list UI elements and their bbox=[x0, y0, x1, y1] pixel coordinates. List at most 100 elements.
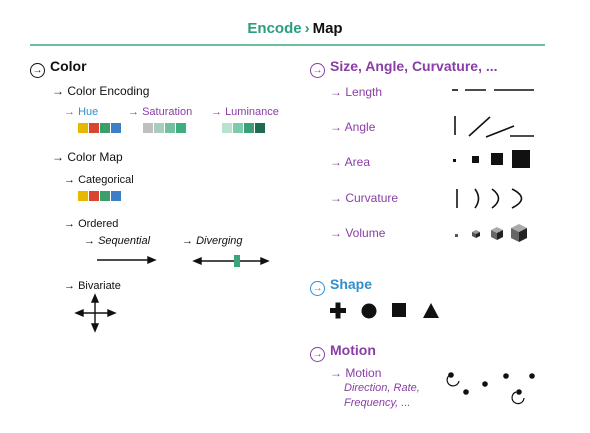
motion-item-label: Motion bbox=[345, 366, 382, 380]
arrow-icon: → bbox=[84, 235, 99, 247]
categorical-swatch bbox=[100, 191, 110, 201]
curvature-arcs-icon bbox=[456, 188, 523, 209]
rotation-arrow-icon bbox=[446, 373, 460, 387]
circle-arrow-icon: → bbox=[310, 281, 325, 296]
saturation-swatch bbox=[165, 123, 175, 133]
arrow-icon: → bbox=[64, 218, 79, 230]
diverging-item: → Diverging bbox=[182, 235, 243, 247]
saturation-label: Saturation bbox=[142, 106, 193, 118]
diverging-arrow-icon bbox=[192, 256, 270, 266]
arrow-icon: → bbox=[330, 226, 346, 240]
categorical-swatch bbox=[78, 191, 88, 201]
title-separator: › bbox=[304, 20, 310, 37]
arrow-icon: → bbox=[330, 366, 346, 380]
bivariate-label: Bivariate bbox=[78, 280, 121, 292]
shape-label: Shape bbox=[330, 276, 373, 292]
hue-item: → Hue bbox=[64, 106, 98, 118]
title-rule bbox=[30, 44, 545, 46]
sequential-arrow-icon bbox=[97, 255, 157, 265]
motion-dots-icon bbox=[448, 372, 535, 395]
hue-swatch bbox=[89, 123, 99, 133]
sequential-label: Sequential bbox=[98, 235, 151, 247]
saturation-swatch bbox=[176, 123, 186, 133]
arrow-icon: → bbox=[52, 84, 68, 98]
angle-label: Angle bbox=[344, 120, 376, 134]
volume-item: → Volume bbox=[330, 226, 385, 240]
luminance-swatch bbox=[244, 123, 254, 133]
title-map: Map bbox=[312, 20, 343, 37]
triangle-icon bbox=[423, 303, 439, 318]
circle-arrow-icon: → bbox=[310, 347, 325, 362]
angle-item: → Angle bbox=[330, 120, 375, 134]
luminance-swatch bbox=[255, 123, 265, 133]
luminance-swatch bbox=[222, 123, 232, 133]
hue-swatch bbox=[111, 123, 121, 133]
arrow-icon: → bbox=[330, 85, 346, 99]
circle-arrow-icon: → bbox=[30, 63, 45, 78]
ordered-item: → Ordered bbox=[64, 218, 118, 230]
square-icon bbox=[392, 303, 406, 317]
bivariate-cross-icon bbox=[74, 293, 117, 333]
motion-label: Motion bbox=[330, 342, 376, 358]
title-encode: Encode bbox=[247, 20, 302, 37]
saturation-swatch bbox=[154, 123, 164, 133]
luminance-item: → Luminance bbox=[211, 106, 279, 118]
rotation-arrow-icon bbox=[511, 391, 525, 405]
circle-icon bbox=[361, 303, 377, 319]
categorical-label: Categorical bbox=[78, 174, 134, 186]
area-item: → Area bbox=[330, 155, 370, 169]
hue-swatch bbox=[100, 123, 110, 133]
motion-heading: → Motion bbox=[310, 342, 376, 362]
ordered-label: Ordered bbox=[78, 218, 119, 230]
categorical-swatch bbox=[89, 191, 99, 201]
color-map-label: Color Map bbox=[67, 150, 123, 164]
diverging-marker bbox=[234, 255, 240, 267]
color-encoding-label: Color Encoding bbox=[67, 84, 150, 98]
hue-swatch bbox=[78, 123, 88, 133]
color-label: Color bbox=[50, 58, 87, 74]
length-item: → Length bbox=[330, 85, 382, 99]
arrow-icon: → bbox=[182, 235, 197, 247]
bivariate-item: → Bivariate bbox=[64, 280, 121, 292]
angle-lines-icon bbox=[454, 116, 534, 138]
arrow-icon: → bbox=[52, 150, 68, 164]
saturation-swatch bbox=[143, 123, 153, 133]
area-squares-icon bbox=[453, 150, 530, 168]
diverging-label: Diverging bbox=[196, 235, 243, 247]
arrow-icon: → bbox=[330, 120, 345, 134]
arrow-icon: → bbox=[128, 106, 143, 118]
page-title: Encode›Map bbox=[0, 20, 590, 37]
arrow-icon: → bbox=[330, 191, 346, 205]
color-map-item: → Color Map bbox=[52, 150, 123, 164]
curvature-item: → Curvature bbox=[330, 191, 398, 205]
arrow-icon: → bbox=[64, 280, 79, 292]
length-label: Length bbox=[345, 85, 383, 99]
luminance-swatch bbox=[233, 123, 243, 133]
arrow-icon: → bbox=[211, 106, 226, 118]
volume-label: Volume bbox=[345, 226, 386, 240]
size-heading: → Size, Angle, Curvature, ... bbox=[310, 58, 498, 78]
color-heading: → Color bbox=[30, 58, 87, 78]
size-label: Size, Angle, Curvature, ... bbox=[330, 58, 498, 74]
motion-item: → Motion bbox=[330, 366, 381, 380]
shape-heading: → Shape bbox=[310, 276, 372, 296]
curvature-label: Curvature bbox=[345, 191, 399, 205]
sequential-item: → Sequential bbox=[84, 235, 150, 247]
motion-desc-2: Frequency, ... bbox=[344, 397, 411, 409]
saturation-item: → Saturation bbox=[128, 106, 192, 118]
luminance-label: Luminance bbox=[225, 106, 279, 118]
color-encoding-item: → Color Encoding bbox=[52, 84, 149, 98]
area-label: Area bbox=[344, 155, 371, 169]
categorical-item: → Categorical bbox=[64, 174, 134, 186]
arrow-icon: → bbox=[64, 174, 79, 186]
plus-icon bbox=[330, 302, 346, 319]
volume-cubes-icon bbox=[455, 224, 527, 242]
circle-arrow-icon: → bbox=[310, 63, 325, 78]
arrow-icon: → bbox=[330, 155, 345, 169]
hue-label: Hue bbox=[78, 106, 99, 118]
arrow-icon: → bbox=[64, 106, 79, 118]
